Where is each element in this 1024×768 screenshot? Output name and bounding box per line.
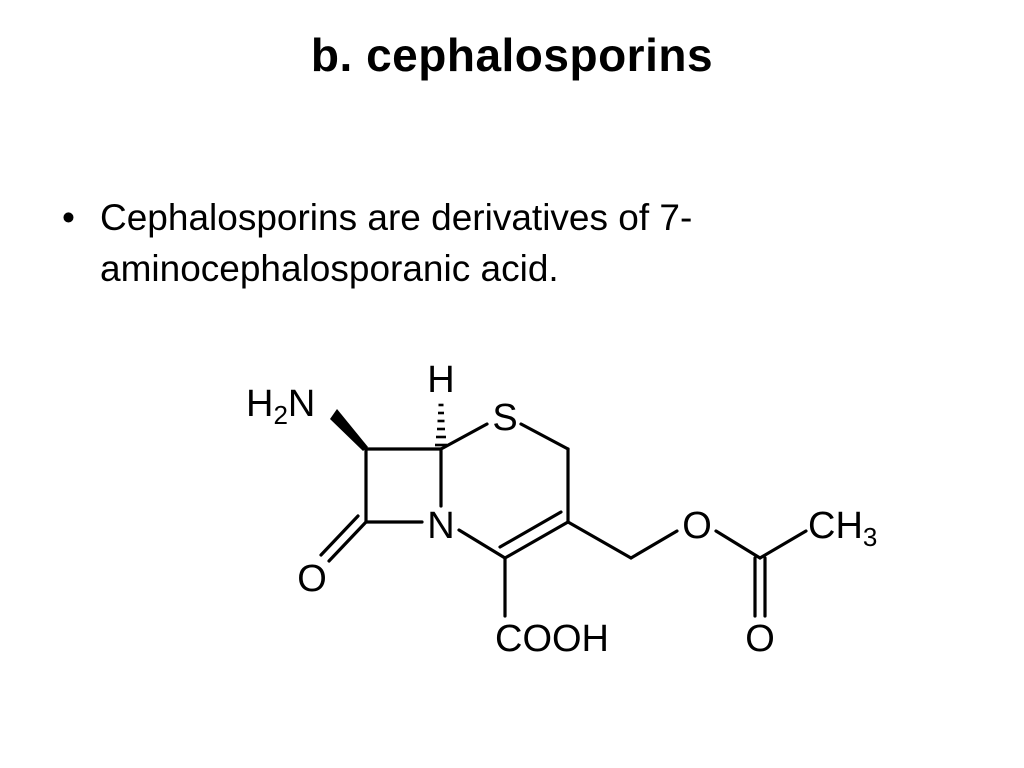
- amine-n: N: [288, 383, 315, 425]
- atom-amine: H2N: [246, 383, 315, 430]
- slide-title: b. cephalosporins: [310, 29, 714, 81]
- bond-c3-c4-2: [498, 510, 563, 549]
- atom-n: N: [427, 505, 454, 547]
- bond-o-cacyl: [714, 529, 762, 560]
- bond-c8-o-2: [319, 514, 360, 557]
- bullet-list: • Cephalosporins are derivatives of 7- a…: [56, 192, 956, 294]
- atom-h: H: [427, 359, 454, 401]
- atom-cooh: COOH: [495, 618, 609, 660]
- bond-cacyl-ch3: [758, 529, 808, 560]
- atom-o-keto: O: [297, 558, 327, 600]
- bond-ch2-o: [629, 529, 679, 560]
- ch3-subscript: 3: [863, 522, 877, 552]
- bullet-text-line-1: Cephalosporins are derivatives of 7-: [100, 197, 693, 238]
- bonds: [319, 403, 808, 618]
- bond-c3-ch2: [566, 520, 633, 560]
- ch3-ch: CH: [808, 505, 863, 547]
- atom-o-ester: O: [682, 505, 712, 547]
- bond-s-c2: [519, 422, 570, 451]
- bullet-item: • Cephalosporins are derivatives of 7- a…: [56, 192, 956, 294]
- amine-subscript: 2: [273, 400, 287, 430]
- wedge-bond-amine: [330, 409, 368, 451]
- bond-c8-o-1: [327, 520, 368, 563]
- bond-c3-c4-1: [503, 520, 570, 560]
- bond-n-c4: [457, 528, 507, 560]
- hashed-bond-h: [435, 403, 447, 447]
- atom-s: S: [492, 397, 517, 439]
- atom-o-carbonyl: O: [745, 618, 775, 660]
- bond-c6-s: [439, 422, 489, 451]
- amine-h: H: [246, 383, 273, 425]
- bullet-marker: •: [62, 197, 75, 238]
- bullet-text-line-2: aminocephalosporanic acid.: [100, 248, 559, 289]
- atom-ch3: CH3: [808, 505, 877, 552]
